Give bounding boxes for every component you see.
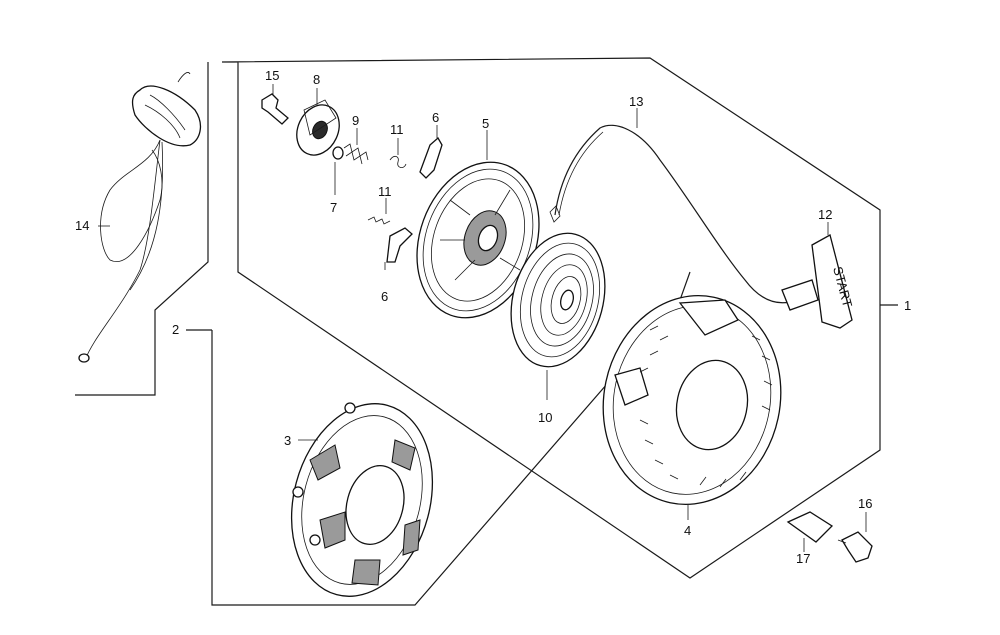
callout-6-lower: 6 xyxy=(381,289,388,304)
part-13-starter-rope xyxy=(549,108,791,304)
callout-15: 15 xyxy=(265,68,279,83)
part-16-flange-bolt xyxy=(837,512,873,563)
part-12-start-handle: START xyxy=(781,222,855,329)
callout-10: 10 xyxy=(538,410,552,425)
callout-4: 4 xyxy=(684,523,691,538)
part-6-ratchet-lower xyxy=(384,227,413,270)
part-17-collar xyxy=(786,511,834,552)
part-4-recoil-housing xyxy=(602,295,782,520)
assembly-frame-lines xyxy=(75,57,898,606)
callout-labels: 1 2 3 4 5 6 6 7 8 9 10 11 11 12 13 14 15… xyxy=(75,68,911,566)
callout-1: 1 xyxy=(904,298,911,313)
callout-5: 5 xyxy=(482,116,489,131)
callout-6-upper: 6 xyxy=(432,110,439,125)
part-10-recoil-spring xyxy=(510,232,606,400)
part-3-inner-cover xyxy=(290,402,434,597)
callout-2: 2 xyxy=(172,322,179,337)
part-9-spring xyxy=(343,128,369,165)
part-5-reel-pulley xyxy=(416,130,540,319)
callout-17: 17 xyxy=(796,551,810,566)
callout-11-upper: 11 xyxy=(390,122,404,137)
part-7-washer xyxy=(332,146,344,195)
part-8-friction-plate xyxy=(296,88,340,156)
callout-7: 7 xyxy=(330,200,337,215)
callout-16: 16 xyxy=(858,496,872,511)
callout-13: 13 xyxy=(629,94,643,109)
part-11-spring-upper xyxy=(389,138,407,168)
callout-11-lower: 11 xyxy=(378,184,392,199)
callout-8: 8 xyxy=(313,72,320,87)
callout-9: 9 xyxy=(352,113,359,128)
part-11-spring-lower xyxy=(367,198,391,225)
part-6-ratchet-upper xyxy=(419,125,443,179)
part-15-bolt xyxy=(261,84,289,125)
callout-3: 3 xyxy=(284,433,291,448)
callout-14: 14 xyxy=(75,218,89,233)
callout-12: 12 xyxy=(818,207,832,222)
part-14-grip-with-cable xyxy=(78,72,202,363)
